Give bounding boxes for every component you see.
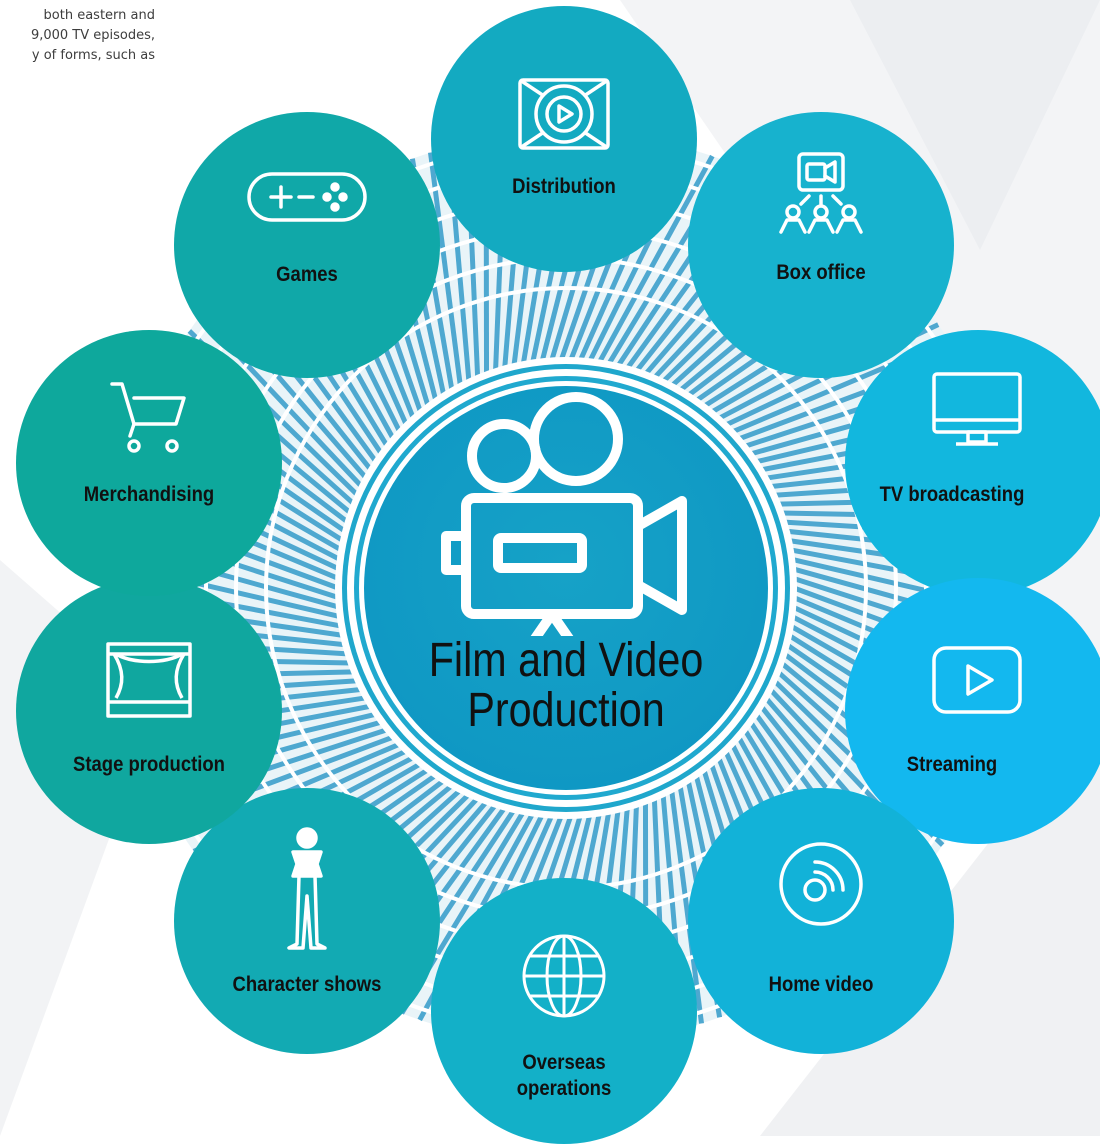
segment-box-office: Box office [688, 112, 954, 378]
segment-label-box-office: Box office [704, 260, 938, 286]
segment-merchandising: Merchandising [16, 330, 282, 596]
disc-icon [775, 838, 867, 930]
segment-games: Games [174, 112, 440, 378]
segment-label-overseas: Overseas operations [447, 1050, 681, 1102]
segment-home-video: Home video [688, 788, 954, 1054]
segment-label-games: Games [190, 262, 424, 288]
segment-character-shows: Character shows [174, 788, 440, 1054]
segment-label-tv-broadcasting: TV broadcasting [835, 482, 1069, 508]
segment-label-overseas-line-1: Overseas [447, 1050, 681, 1076]
character-figure-icon [277, 826, 337, 956]
segment-tv-broadcasting: TV broadcasting [845, 330, 1100, 596]
segment-stage-production: Stage production [16, 578, 282, 844]
globe-icon [518, 930, 610, 1022]
film-reel-play-icon [516, 76, 612, 152]
segment-overseas-operations: Overseas operations [431, 878, 697, 1144]
segment-distribution: Distribution [431, 6, 697, 272]
audience-camera-icon [773, 150, 869, 238]
segment-label-distribution: Distribution [447, 174, 681, 200]
intro-line-2: 9,000 TV episodes, [0, 26, 155, 46]
central-hub: Film and Video Production [334, 356, 798, 820]
theater-stage-icon [104, 640, 194, 720]
segment-label-home-video: Home video [704, 972, 938, 998]
gamepad-icon [245, 170, 369, 226]
shopping-cart-icon [106, 380, 192, 456]
monitor-icon [930, 370, 1024, 450]
segment-label-character-shows: Character shows [190, 972, 424, 998]
segment-label-stage-production: Stage production [32, 752, 266, 778]
hub-title-line-2: Production [366, 686, 765, 736]
movie-camera-icon [424, 386, 708, 636]
segment-label-streaming: Streaming [835, 752, 1069, 778]
segment-label-merchandising: Merchandising [32, 482, 266, 508]
intro-line-1: both eastern and [0, 6, 155, 26]
hub-title: Film and Video Production [366, 636, 765, 736]
segment-label-overseas-line-2: operations [447, 1076, 681, 1102]
hub-title-line-1: Film and Video [366, 636, 765, 686]
intro-text: both eastern and 9,000 TV episodes, y of… [0, 6, 155, 66]
play-button-icon [930, 644, 1024, 718]
intro-line-3: y of forms, such as [0, 46, 155, 66]
